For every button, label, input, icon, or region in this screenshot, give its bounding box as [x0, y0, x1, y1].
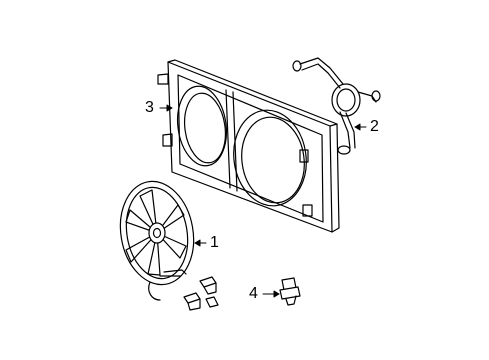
arrowhead-2	[354, 123, 361, 131]
callout-2: 2	[370, 118, 379, 135]
fan-assembly-part	[119, 180, 195, 301]
arrowhead-1	[194, 239, 201, 247]
arrowhead-3	[166, 104, 173, 112]
hose-part	[292, 57, 381, 155]
arrowhead-4	[273, 290, 280, 298]
connector-part	[183, 276, 219, 311]
callout-4: 4	[249, 285, 258, 302]
fan-shroud-part	[157, 59, 340, 233]
callout-1: 1	[210, 234, 219, 251]
temperature-switch-part	[279, 277, 301, 306]
leader-lines	[159, 104, 367, 298]
callout-3: 3	[145, 99, 154, 116]
